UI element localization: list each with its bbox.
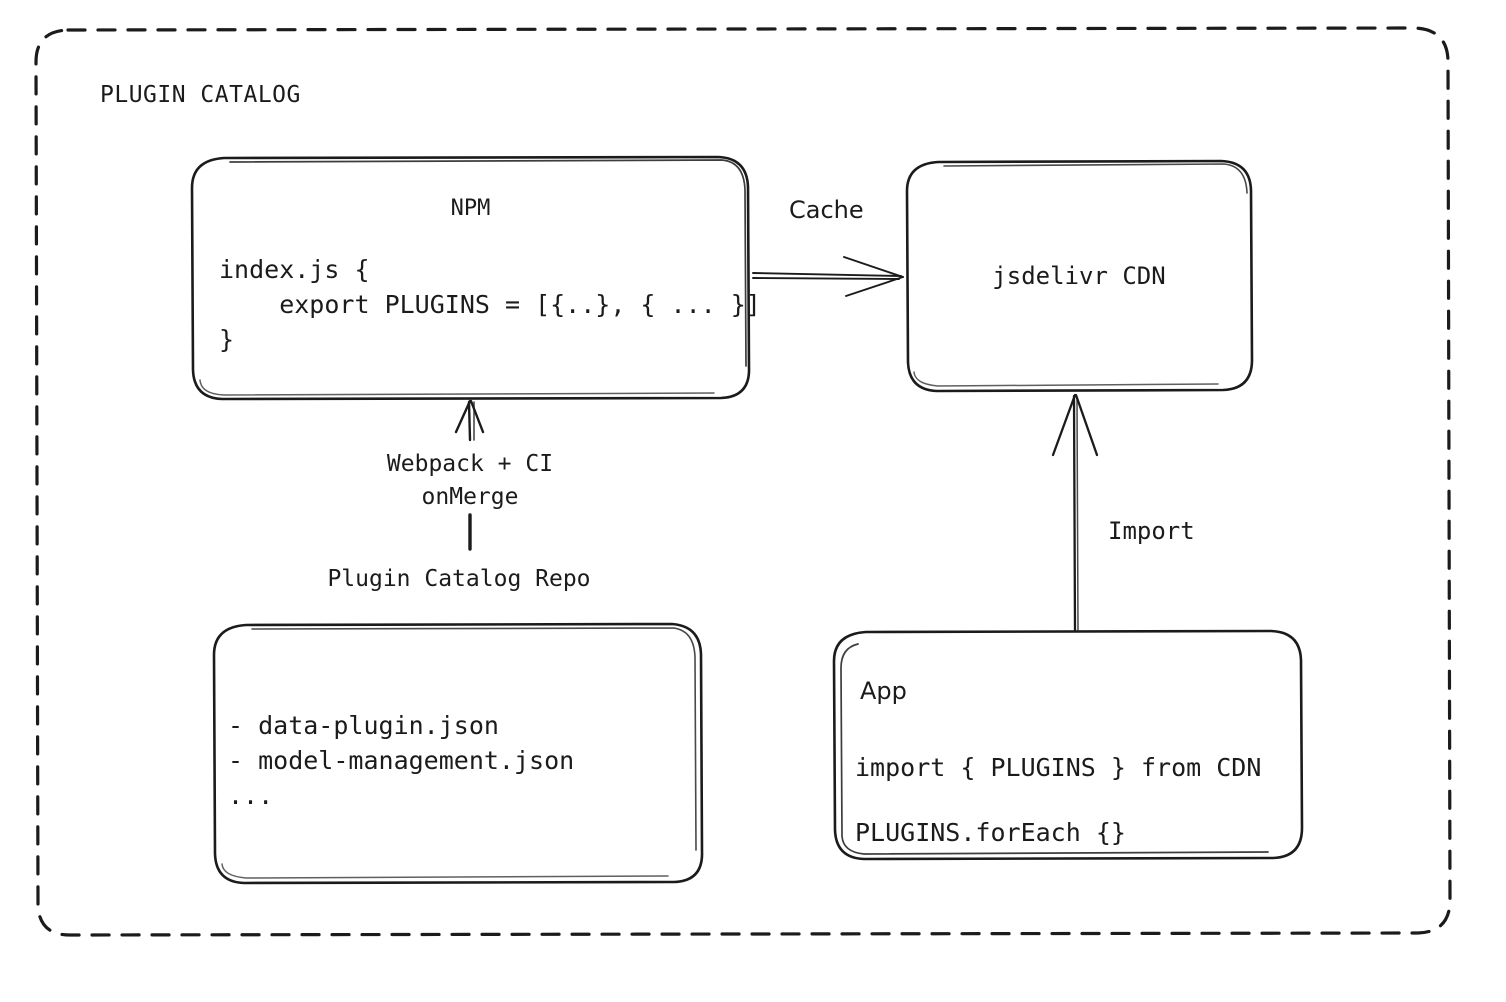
import-arrow [1051,393,1099,632]
cdn-node-title: jsdelivr CDN [992,262,1166,290]
app-node-title: App [860,677,907,705]
repo-node-file-list: - data-plugin.json - model-management.js… [228,711,575,810]
app-code-line-2: PLUGINS.forEach {} [855,818,1126,847]
import-edge-label: Import [1108,517,1195,545]
app-code-line-1: import { PLUGINS } from CDN [855,753,1262,782]
cache-edge-label: Cache [789,196,864,224]
repo-node-caption: Plugin Catalog Repo [327,566,591,592]
cache-arrow [752,256,904,297]
app-node-code: import { PLUGINS } from CDN PLUGINS.forE… [855,735,1261,865]
npm-node-title: NPM [450,196,491,221]
npm-node-code: index.js { export PLUGINS = [{..}, { ...… [219,255,761,354]
group-title: PLUGIN CATALOG [100,82,301,108]
webpack-edge-label: Webpack + CI onMerge [386,451,554,510]
